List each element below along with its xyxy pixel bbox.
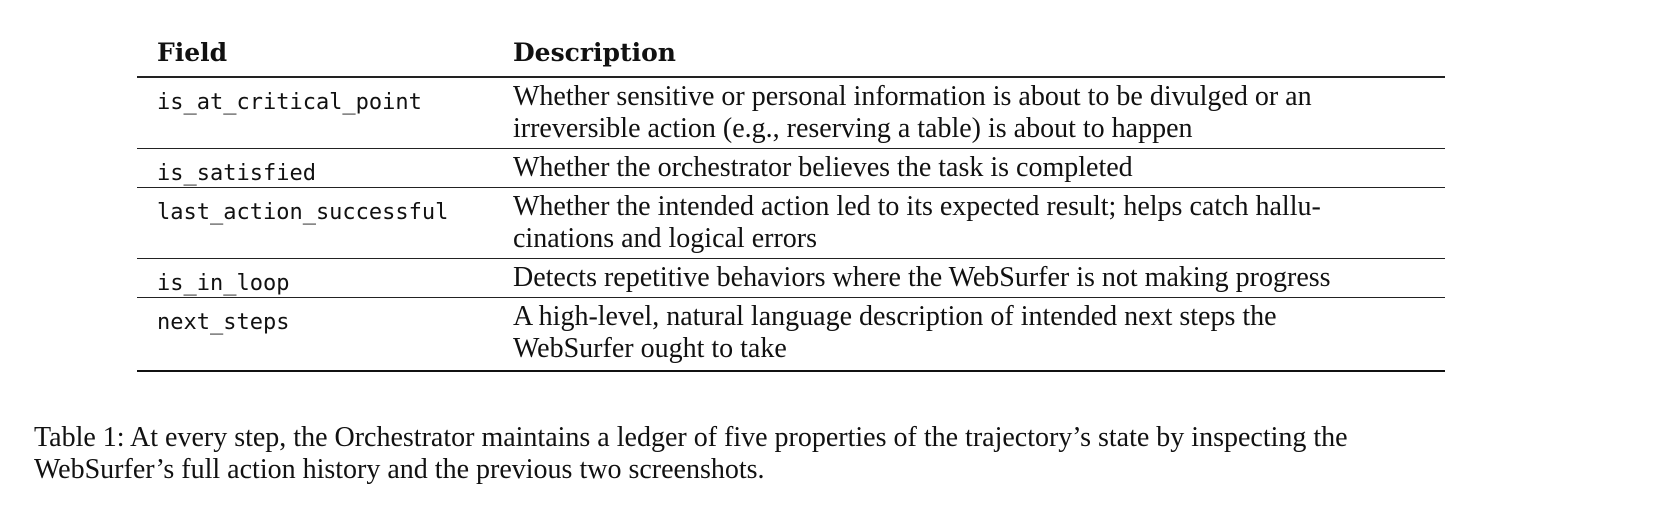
desc-line: WebSurfer ought to take xyxy=(513,333,787,364)
desc-line: Whether the orchestrator believes the ta… xyxy=(513,152,1133,183)
table-header: Field Description xyxy=(137,24,1445,76)
desc-line: Whether the intended action led to its e… xyxy=(513,191,1321,222)
caption-line: Table 1: At every step, the Orchestrator… xyxy=(34,422,1348,453)
table-row: is_at_critical_point Whether sensitive o… xyxy=(137,78,1445,148)
field-description: Whether the orchestrator believes the ta… xyxy=(513,149,1445,187)
desc-line: Detects repetitive behaviors where the W… xyxy=(513,262,1331,293)
header-rule xyxy=(137,76,1445,78)
row-divider xyxy=(137,297,1445,298)
header-field: Field xyxy=(157,38,228,67)
desc-line: irreversible action (e.g., reserving a t… xyxy=(513,113,1193,144)
desc-line: Whether sensitive or personal informatio… xyxy=(513,81,1312,112)
table-row: last_action_successful Whether the inten… xyxy=(137,188,1445,258)
field-name: is_at_critical_point xyxy=(157,90,422,115)
bottom-rule xyxy=(137,370,1445,372)
desc-line: cinations and logical errors xyxy=(513,223,818,254)
ledger-table: Field Description is_at_critical_point W… xyxy=(137,24,1445,372)
row-divider xyxy=(137,148,1445,149)
field-name: last_action_successful xyxy=(157,200,449,225)
field-description: Whether the intended action led to its e… xyxy=(513,188,1445,258)
table-caption: Table 1: At every step, the Orchestrator… xyxy=(34,422,1634,486)
field-description: A high-level, natural language descripti… xyxy=(513,298,1445,368)
row-divider xyxy=(137,258,1445,259)
table-row: next_steps A high-level, natural languag… xyxy=(137,298,1445,368)
desc-line: A high-level, natural language descripti… xyxy=(513,301,1277,332)
field-name: next_steps xyxy=(157,310,290,335)
table-row: is_satisfied Whether the orchestrator be… xyxy=(137,149,1445,187)
field-description: Detects repetitive behaviors where the W… xyxy=(513,259,1445,297)
header-description: Description xyxy=(513,38,676,67)
field-name: is_in_loop xyxy=(157,271,290,296)
row-divider xyxy=(137,187,1445,188)
field-description: Whether sensitive or personal informatio… xyxy=(513,78,1445,148)
table-row: is_in_loop Detects repetitive behaviors … xyxy=(137,259,1445,297)
caption-line: WebSurfer’s full action history and the … xyxy=(34,454,765,485)
field-name: is_satisfied xyxy=(157,161,316,186)
